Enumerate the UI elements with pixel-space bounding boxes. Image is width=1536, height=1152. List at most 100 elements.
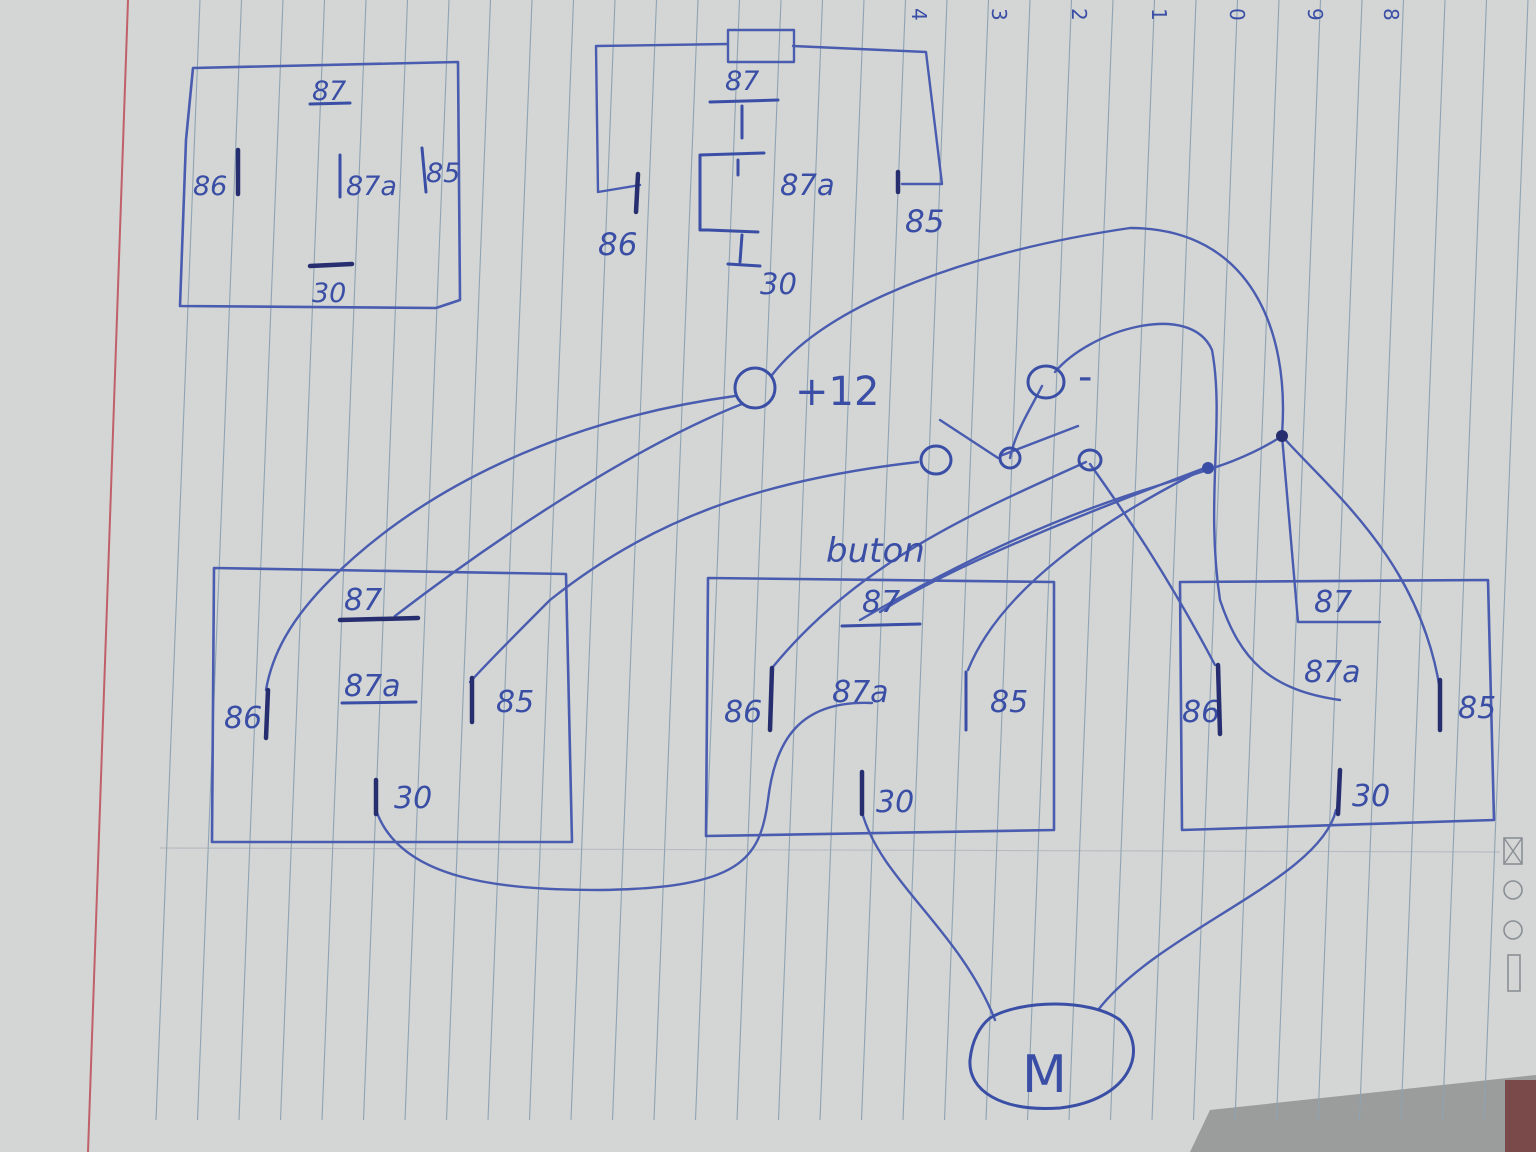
at-sign-icon <box>1503 920 1523 940</box>
ruled-line <box>1234 0 1280 1121</box>
ruled-line <box>487 0 533 1121</box>
minus-label: - <box>1078 354 1092 400</box>
ruled-line <box>902 0 948 1121</box>
relay-outline <box>1178 578 1496 832</box>
motor-label: M <box>1022 1045 1067 1105</box>
pin-87-line <box>708 98 780 104</box>
pin-30-bar <box>1335 767 1343 817</box>
pin-86-label: 86 <box>724 695 762 730</box>
pin-30-label: 30 <box>1352 779 1390 814</box>
switch-lever <box>938 418 1080 460</box>
margin-digits: 4 3 2 1 0 9 8 <box>907 8 1403 21</box>
wire-button-to-relay3-86 <box>1088 462 1217 667</box>
pin-85-label: 85 <box>1458 691 1496 726</box>
plus12-terminal <box>733 366 777 410</box>
switch-pivot <box>998 446 1022 470</box>
ruled-line <box>1483 0 1529 1121</box>
ruled-line <box>1441 0 1488 1121</box>
pin-87-bar <box>337 615 421 623</box>
pin-30-label: 30 <box>394 781 432 816</box>
ruled-line <box>1317 0 1363 1121</box>
phone-icon <box>1503 880 1523 900</box>
pin-30-label: 30 <box>312 278 346 309</box>
page-bottom-edge <box>1190 1075 1536 1152</box>
ruled-line <box>362 0 409 1121</box>
ruled-line <box>279 0 326 1121</box>
wire-relay1-30-to-relay2-87a <box>374 701 874 892</box>
wire-junction-to-relay3-85 <box>1280 434 1442 692</box>
pin-30-label: 30 <box>876 785 914 820</box>
margin-digit: 2 <box>1067 8 1091 21</box>
ruled-line <box>570 0 616 1121</box>
relay-schematic: 87 87a 86 85 30 <box>594 28 944 301</box>
motor-symbol <box>968 1002 1135 1110</box>
page-edge-icons <box>1503 837 1523 992</box>
ruled-line <box>1400 0 1446 1121</box>
wire-relay2-85 <box>966 464 1212 672</box>
pin-85-label: 85 <box>905 204 944 240</box>
ruled-line <box>321 0 367 1121</box>
wire-plus12-to-relay1-87 <box>393 402 744 618</box>
ruled-line <box>1109 0 1156 1121</box>
pin-87-label: 87 <box>862 585 900 620</box>
ruled-line <box>445 0 492 1121</box>
ruled-line <box>943 0 990 1121</box>
pin-86-bar <box>263 687 271 741</box>
relay-1: 87 87a 86 85 30 <box>210 566 574 844</box>
relay-outline <box>210 566 574 844</box>
ruled-line <box>238 0 284 1121</box>
pin-30-bar <box>307 261 355 269</box>
pin-30-label: 30 <box>760 267 797 301</box>
coil-loop <box>594 42 944 194</box>
margin-digit: 4 <box>907 8 931 21</box>
ruled-line <box>653 0 699 1121</box>
margin-digit: 3 <box>987 8 1011 21</box>
margin-digit: 0 <box>1225 8 1249 21</box>
ruled-line <box>611 0 658 1121</box>
ruled-line <box>985 0 1031 1121</box>
relay-2: 87 87a 86 85 30 <box>704 576 1056 838</box>
pin-85-label: 85 <box>426 158 460 189</box>
horizontal-guide <box>159 847 1501 853</box>
wire-minus-to-relay3-87a <box>1053 322 1342 702</box>
wire-button-to-relay1-85 <box>468 460 920 684</box>
wire-relay3-30-to-motor <box>1096 808 1338 1012</box>
switch-contact <box>698 151 766 268</box>
pin-87-bar <box>308 101 352 106</box>
pin-87a-label: 87a <box>344 669 401 704</box>
pin-86-label: 86 <box>1182 695 1220 730</box>
minus-terminal <box>1026 364 1066 400</box>
junction-dot <box>1276 430 1288 442</box>
pin-85-label: 85 <box>990 685 1028 720</box>
terminals <box>733 364 1288 476</box>
ruled-line <box>736 0 782 1121</box>
envelope-icon <box>1503 837 1523 865</box>
plus12-label: +12 <box>795 369 879 415</box>
pin-86-bar <box>767 665 775 733</box>
margin-digit: 1 <box>1147 8 1171 21</box>
margin-digit: 9 <box>1303 8 1327 21</box>
wire-junction-to-relay3-87 <box>1280 434 1382 624</box>
wiring <box>264 226 1442 1022</box>
pin-86-label: 86 <box>193 171 227 202</box>
relay-3: 87 87a 86 85 30 <box>1178 578 1496 832</box>
relay-outline <box>178 60 462 310</box>
ruled-line <box>1358 0 1405 1121</box>
ruled-lines <box>155 0 1529 1121</box>
cover-edge <box>1505 1080 1536 1152</box>
pin-85-label: 85 <box>496 685 534 720</box>
coil-symbol <box>726 28 796 64</box>
pin-87-bar <box>840 622 922 628</box>
pin-87a-label: 87a <box>832 675 889 710</box>
pin-87a-label: 87a <box>1304 655 1361 690</box>
ruled-line <box>1275 0 1322 1121</box>
motor: M <box>968 1002 1135 1110</box>
pin-87-label: 87 <box>344 583 382 618</box>
wire-junction-to-relay2 <box>858 434 1284 622</box>
ruled-line <box>528 0 575 1121</box>
pin-87-label: 87 <box>1314 585 1352 620</box>
mobile-icon <box>1507 954 1521 992</box>
ruled-line <box>404 0 450 1121</box>
pin-87-label: 87 <box>725 66 759 97</box>
